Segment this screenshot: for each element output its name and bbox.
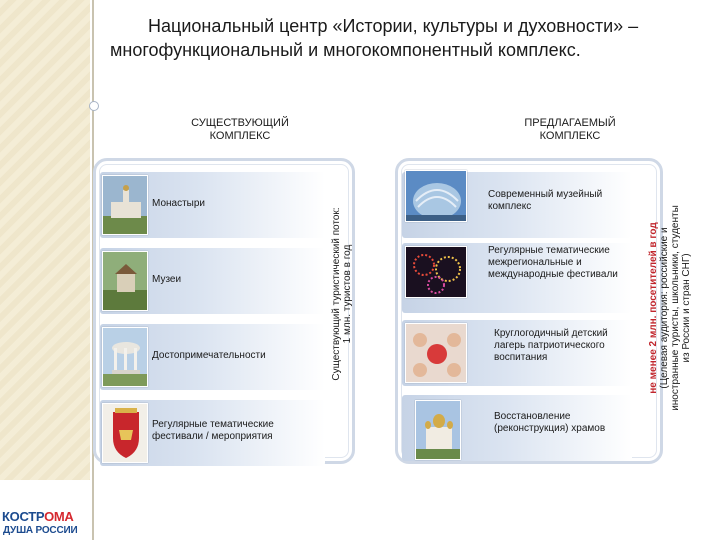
- existing-flow-note: Существующий туристический поток: 1 млн.…: [331, 169, 355, 419]
- modern-museum-label: Современный музейный комплекс: [488, 189, 603, 212]
- temples-label: Восстановление (реконструкция) храмов: [494, 411, 606, 434]
- church-photo: [415, 400, 461, 460]
- logo-word-part-2: ОМА: [44, 509, 74, 524]
- existing-flow-line-1: Существующий туристический поток:: [331, 207, 342, 381]
- sights-label: Достопримечательности: [152, 350, 266, 361]
- rotunda-photo: [102, 327, 148, 387]
- existing-complex-heading: СУЩЕСТВУЮЩИЙ КОМПЛЕКС: [191, 117, 289, 142]
- circle-decoration: [89, 101, 99, 111]
- kostroma-logo: КОСТРОМА ДУША РОССИИ: [0, 508, 80, 540]
- proposed-flow-line-2: (Целевая аудитория: российские и: [659, 227, 670, 389]
- logo-word-part-1: КОСТР: [2, 509, 45, 524]
- proposed-flow-highlight: не менее 2 млн. посетителей в год: [648, 222, 659, 394]
- proposed-complex-heading: ПРЕДЛАГАЕМЫЙ КОМПЛЕКС: [524, 117, 616, 142]
- logo-word-soul: ДУША РОССИИ: [3, 525, 78, 536]
- decorative-stripe: [0, 0, 90, 480]
- logo-word-kostroma: КОСТРОМА: [2, 509, 74, 524]
- intl-festivals-label: Регулярные тематические межрегиональные …: [488, 245, 618, 280]
- museums-label: Музеи: [152, 274, 182, 285]
- proposed-flow-line-4: из России и стран СНГ): [681, 253, 692, 363]
- children-camp-label: Круглогодичный детский лагерь патриотиче…: [494, 328, 608, 363]
- coat-of-arms-image: [102, 403, 148, 463]
- children-photo: [405, 323, 467, 383]
- modern-building-photo: [405, 170, 467, 222]
- existing-flow-line-2: 1 млн. туристов в год: [342, 244, 353, 344]
- museum-photo: [102, 251, 148, 311]
- fireworks-photo: [405, 246, 467, 298]
- monasteries-label: Монастыри: [152, 198, 206, 209]
- title-line-2: многофункциональный и многокомпонентный …: [110, 40, 581, 60]
- monastery-photo: [102, 175, 148, 235]
- page-title: Национальный центр «Истории, культуры и …: [110, 14, 700, 62]
- proposed-flow-line-3: иностранные туристы, школьники, студенты: [670, 205, 681, 411]
- title-line-1: Национальный центр «Истории, культуры и …: [148, 16, 639, 36]
- proposed-flow-note: не менее 2 млн. посетителей в год (Целев…: [648, 172, 692, 444]
- festivals-label: Регулярные тематические фестивали / меро…: [152, 419, 274, 442]
